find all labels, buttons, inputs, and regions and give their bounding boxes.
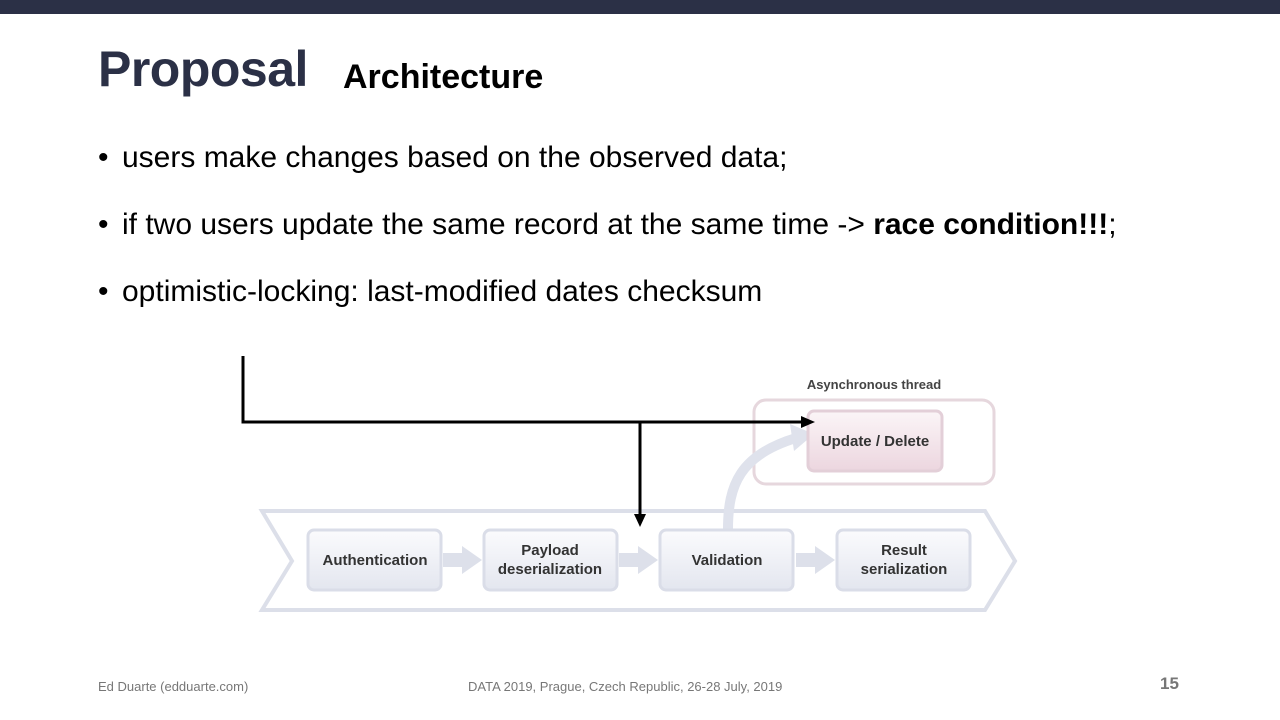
bullet-emphasis: race condition!!! [873,208,1109,241]
bullet-list: users make changes based on the observed… [98,136,1218,337]
bullet-item: optimistic-locking: last-modified dates … [98,270,1218,314]
overlay-arrowhead-right [801,416,815,428]
page-number: 15 [1160,674,1179,693]
stage-result-serialization: Result serialization [835,528,972,592]
stage-label: Validation [692,552,763,569]
overlay-arrowhead-down [634,514,646,527]
update-delete-label: Update / Delete [821,433,929,450]
async-curve-arrow [723,433,801,534]
stage-label: deserialization [498,561,602,578]
top-bar [0,0,1280,14]
footer-author: Ed Duarte (edduarte.com) [98,679,249,694]
bullet-text: if two users update the same record at t… [122,208,874,241]
bullet-suffix: ; [1108,208,1117,241]
stage-label: Result [881,542,927,559]
overlay-arrows [241,356,815,527]
stage-arrow [443,546,482,574]
slide-subtitle: Architecture [343,58,544,96]
stage-label: Payload [521,542,579,559]
async-thread-label: Asynchronous thread [807,377,941,392]
async-thread-container [752,398,996,486]
update-delete-box [806,409,944,473]
slide-title: Proposal [98,41,308,97]
overlay-line [241,356,802,424]
stage-label: serialization [861,561,948,578]
stage-arrow [619,546,658,574]
footer-event: DATA 2019, Prague, Czech Republic, 26-28… [468,679,783,694]
stage-arrows [443,546,835,574]
stage-label: Authentication [323,552,428,569]
stage-authentication: Authentication [306,528,443,592]
async-curve-arrowhead [790,424,814,451]
pipeline-container [258,509,1018,612]
stage-payload-deserialization: Payload deserialization [482,528,619,592]
bullet-item: users make changes based on the observed… [98,136,1218,180]
bullet-text: optimistic-locking: last-modified dates … [122,275,763,308]
bullet-text: users make changes based on the observed… [122,141,788,174]
stage-arrow [796,546,835,574]
stage-validation: Validation [658,528,795,592]
bullet-item: if two users update the same record at t… [98,203,1218,247]
